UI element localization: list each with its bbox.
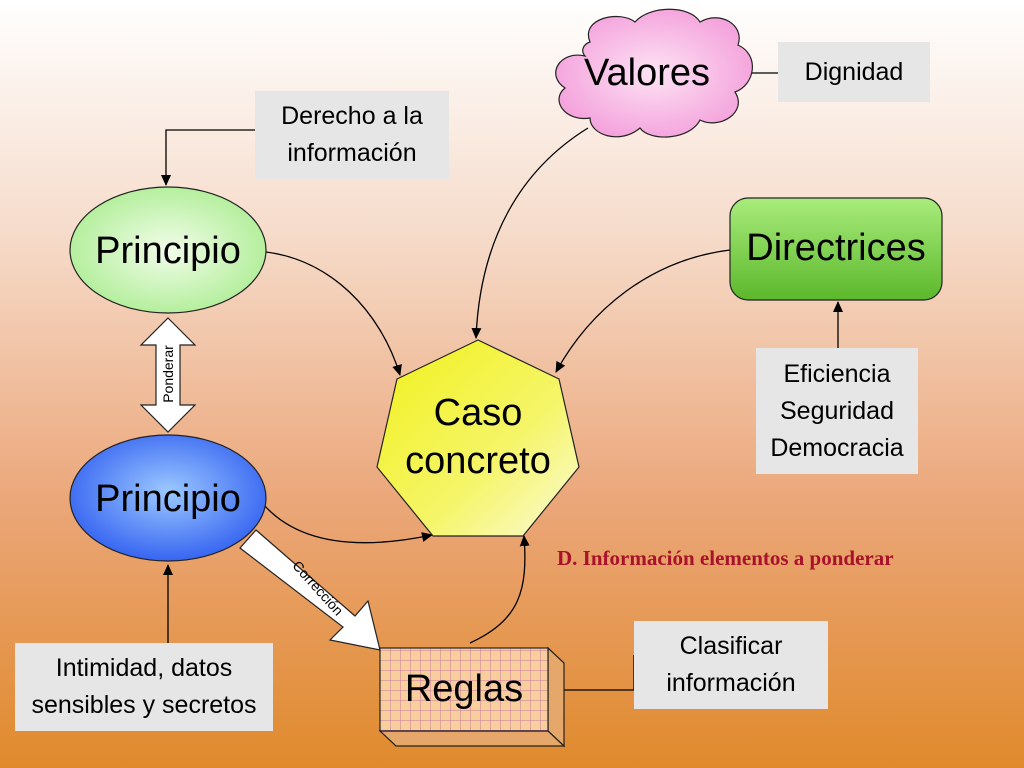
- intimidad-text-line1: Intimidad, datos: [55, 654, 233, 682]
- dignidad-text: Dignidad: [804, 57, 904, 86]
- reglas-box: [378, 646, 566, 748]
- principio-bottom-label: Principio: [95, 478, 241, 520]
- valores-label: Valores: [583, 52, 711, 94]
- eficiencia-text: Eficiencia: [783, 359, 891, 388]
- dignidad-box: Dignidad: [778, 42, 930, 102]
- principio-bottom-ellipse: [69, 434, 267, 562]
- valores-cloud: [555, 8, 753, 138]
- connectors: [161, 68, 843, 695]
- principio-top-label: Principio: [95, 230, 241, 272]
- caso-concreto-heptagon: [376, 339, 580, 537]
- seguridad-text: Seguridad: [780, 396, 894, 425]
- caso-concreto-label-line1: Caso: [433, 392, 523, 434]
- principio-top-ellipse: [69, 186, 267, 314]
- ponderar-label: Ponderar: [160, 345, 176, 403]
- directrices-box: [729, 197, 943, 301]
- arrow-reglas-to-caso: [469, 535, 530, 644]
- intimidad-text-line2: sensibles y secretos: [31, 691, 257, 719]
- ponderar-double-arrow: [139, 317, 197, 433]
- arrow-valores-to-caso: [471, 127, 589, 339]
- arrow-principio-to-caso: [265, 251, 402, 376]
- directrices-list-box: Eficiencia Seguridad Democracia: [756, 348, 918, 474]
- clasificar-text-line1: Clasificar: [679, 632, 783, 660]
- reglas-label: Reglas: [404, 668, 524, 710]
- derecho-box: Derecho a la información: [255, 91, 449, 179]
- arrow-derecho-to-principio: [161, 129, 256, 186]
- derecho-text-line1: Derecho a la: [281, 102, 423, 130]
- arrow-directrices-to-caso: [555, 249, 731, 373]
- arrow-principio2-to-caso: [263, 504, 433, 544]
- caso-concreto-label-line2: concreto: [405, 440, 551, 482]
- clasificar-text-line2: información: [666, 669, 796, 697]
- directrices-label: Directrices: [746, 227, 926, 269]
- slide-title: D. Información elementos a ponderar: [557, 546, 894, 570]
- intimidad-box: Intimidad, datos sensibles y secretos: [15, 643, 273, 731]
- clasificar-box: Clasificar información: [634, 621, 828, 709]
- derecho-text-line2: información: [287, 139, 417, 167]
- correccion-block-arrow: [239, 529, 381, 651]
- democracia-text: Democracia: [770, 433, 904, 462]
